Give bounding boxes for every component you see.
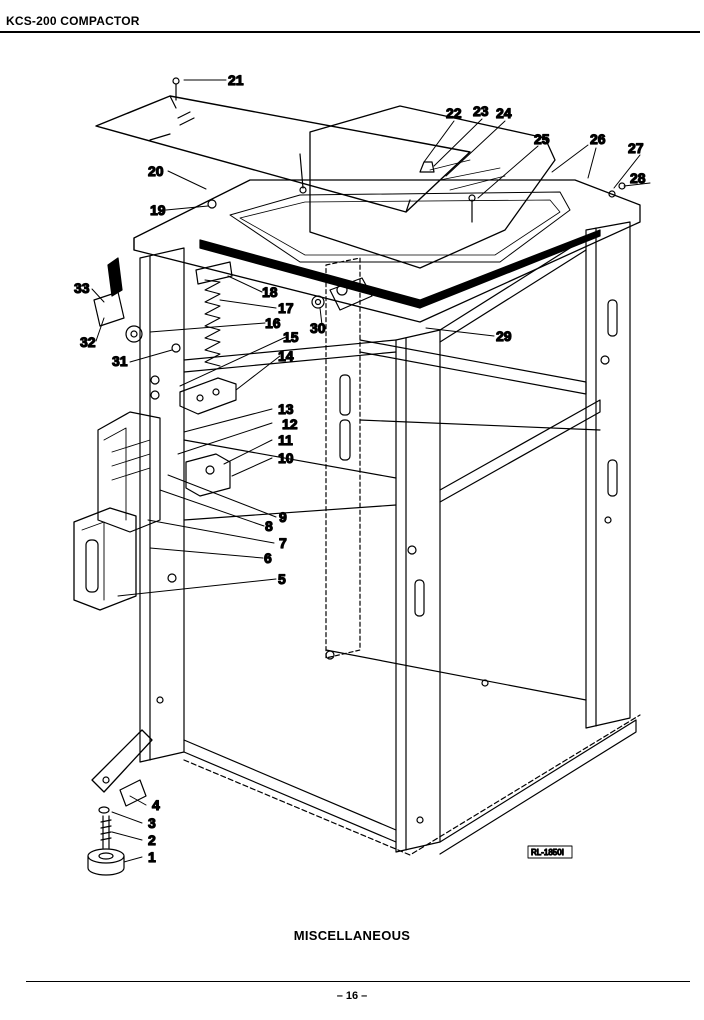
callout-6: 6: [264, 550, 272, 566]
callout-leader-lines: [91, 79, 651, 863]
latch-and-switch-assembly: [73, 257, 373, 611]
page-number: – 16 –: [336, 990, 368, 1002]
diagram-caption: MISCELLANEOUS: [293, 928, 411, 943]
callout-8: 8: [265, 518, 273, 534]
callout-33: 33: [74, 280, 90, 296]
callout-2: 2: [148, 832, 156, 848]
callout-30: 30: [310, 320, 326, 336]
callout-18: 18: [262, 284, 278, 300]
callout-labels: 1 2 3 4 5 6 7 8 9 10 11 12 13 14 15 16 1…: [73, 71, 646, 865]
footer-rule: [26, 981, 690, 982]
callout-1: 1: [148, 849, 156, 865]
callout-9: 9: [279, 509, 287, 525]
reference-code-box: RL-1850I: [527, 845, 573, 859]
callout-11: 11: [278, 432, 293, 448]
leveling-foot-assembly: [87, 729, 153, 876]
callout-26: 26: [590, 131, 606, 147]
document-header: KCS-200 COMPACTOR: [6, 14, 140, 28]
callout-16: 16: [265, 315, 281, 331]
callout-31: 31: [112, 353, 128, 369]
callout-7: 7: [279, 535, 287, 551]
callout-21: 21: [228, 72, 244, 88]
callout-29: 29: [496, 328, 512, 344]
callout-14: 14: [278, 348, 294, 364]
callout-25: 25: [534, 131, 550, 147]
callout-27: 27: [628, 140, 644, 156]
callout-12: 12: [282, 416, 298, 432]
callout-4: 4: [152, 797, 160, 813]
header-rule: [0, 31, 700, 33]
callout-5: 5: [278, 571, 286, 587]
reference-code: RL-1850I: [531, 848, 564, 857]
callout-22: 22: [446, 105, 462, 121]
callout-10: 10: [278, 450, 294, 466]
callout-23: 23: [473, 103, 489, 119]
callout-32: 32: [80, 334, 96, 350]
cabinet-frame: [139, 221, 641, 856]
callout-13: 13: [278, 401, 294, 417]
callout-24: 24: [496, 105, 512, 121]
top-panel-assembly: [95, 77, 641, 323]
callout-15: 15: [283, 329, 299, 345]
callout-3: 3: [148, 815, 156, 831]
callout-20: 20: [148, 163, 164, 179]
callout-19: 19: [150, 202, 166, 218]
callout-17: 17: [278, 300, 294, 316]
callout-28: 28: [630, 170, 646, 186]
